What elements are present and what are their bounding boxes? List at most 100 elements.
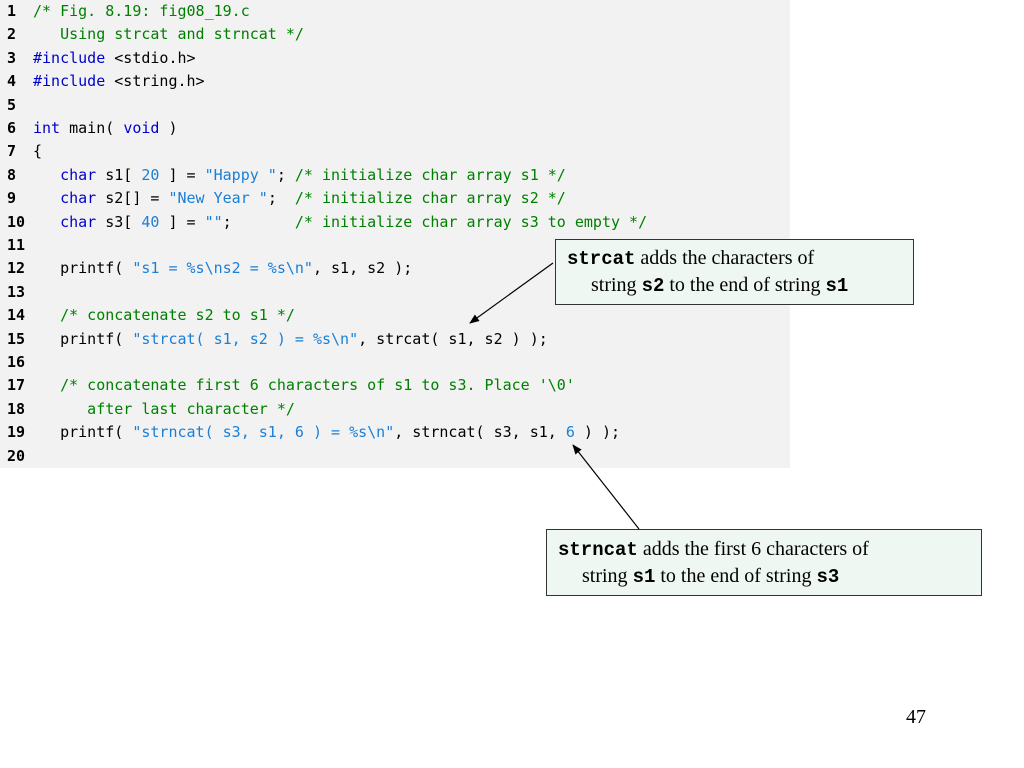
code-token: , strncat( s3, s1, <box>394 423 566 442</box>
code-token: 20 <box>141 165 160 184</box>
code-token: printf( <box>33 259 133 278</box>
code-token <box>33 189 60 207</box>
code-text: printf( "strcat( s1, s2 ) = %s\n", strca… <box>33 328 548 351</box>
code-text: int main( void ) <box>33 117 178 140</box>
code-token: /* initialize char array s2 */ <box>294 189 566 208</box>
line-number: 3 <box>7 48 17 67</box>
code-token: int <box>33 119 61 137</box>
code-token: , s1, s2 ); <box>312 259 413 278</box>
code-token: ] = <box>159 165 205 184</box>
line-number: 9 <box>7 189 17 208</box>
code-token: #include <box>33 48 106 67</box>
code-text: /* Fig. 8.19: fig08_19.c <box>33 0 250 23</box>
code-text: /* concatenate s2 to s1 */ <box>33 304 295 327</box>
line-number: 19 <box>7 423 26 442</box>
line-number: 11 <box>7 236 26 254</box>
code-listing: 1 /* Fig. 8.19: fig08_19.c 2 Using strcat … <box>0 0 790 468</box>
strcat-arg2: s1 <box>825 275 849 297</box>
code-token: printf( <box>33 329 133 348</box>
page-number: 47 <box>906 706 926 728</box>
line-number: 20 <box>7 446 26 465</box>
code-token: "strncat( s3, s1, 6 ) = %s\n" <box>132 423 395 442</box>
code-token: /* initialize char array s3 to empty */ <box>294 212 648 231</box>
strcat-arg1: s2 <box>641 275 665 297</box>
code-token: ; <box>222 212 295 231</box>
line-number: 14 <box>7 306 26 325</box>
code-text: after last character */ <box>33 398 295 421</box>
code-token: <string.h> <box>105 72 205 91</box>
code-token: printf( <box>33 423 133 442</box>
strcat-callout-text-a: adds the characters of <box>635 247 815 269</box>
line-number: 2 <box>7 25 17 44</box>
line-number: 6 <box>7 119 17 137</box>
strcat-callout-line-2: string s2 to the end of string s1 <box>567 272 913 299</box>
code-text: char s2[] = "New Year "; /* initialize c… <box>33 187 566 210</box>
line-number: 13 <box>7 282 26 301</box>
code-token: char <box>60 165 97 184</box>
strncat-callout-text-b: string <box>582 565 633 587</box>
line-number: 4 <box>7 72 17 91</box>
code-text: /* concatenate first 6 characters of s1 … <box>33 374 575 397</box>
code-token: { <box>33 142 43 161</box>
code-text: #include <string.h> <box>33 70 205 93</box>
strncat-function-name: strncat <box>558 539 638 561</box>
code-token: ) <box>159 119 178 137</box>
code-token: ] = <box>159 212 205 231</box>
code-token: "s1 = %s\ns2 = %s\n" <box>132 259 313 278</box>
code-token: "strcat( s1, s2 ) = %s\n" <box>132 329 359 348</box>
code-token <box>33 166 60 184</box>
strncat-callout-text-a: adds the first 6 characters of <box>637 538 869 560</box>
code-token: /* initialize char array s1 */ <box>294 165 566 184</box>
strncat-callout-line-1: strncat adds the first 6 characters of <box>558 536 981 563</box>
code-token: "" <box>204 212 223 231</box>
line-number: 5 <box>7 95 17 114</box>
code-token: after last character */ <box>33 399 295 418</box>
code-token: char <box>60 212 97 231</box>
strncat-arg2: s3 <box>816 566 840 588</box>
strcat-callout-line-1: strcat adds the characters of <box>567 245 913 272</box>
line-number: 12 <box>7 259 26 278</box>
code-token <box>33 376 60 394</box>
code-token: , strcat( s1, s2 ) ); <box>358 329 548 348</box>
line-number: 16 <box>7 353 26 371</box>
code-token: "New Year " <box>168 189 268 208</box>
strncat-arg1: s1 <box>632 566 656 588</box>
strcat-callout: strcat adds the characters of string s2 … <box>555 239 914 305</box>
strncat-callout: strncat adds the first 6 characters of s… <box>546 529 982 596</box>
strcat-callout-text-c: to the end of string <box>664 274 826 296</box>
code-token: main( <box>60 119 124 137</box>
code-token <box>33 213 60 231</box>
code-token: <stdio.h> <box>105 48 196 67</box>
line-number: 18 <box>7 399 26 418</box>
line-number: 8 <box>7 165 17 184</box>
code-token: /* concatenate s2 to s1 */ <box>60 306 295 325</box>
line-number: 10 <box>7 212 26 231</box>
code-token: void <box>123 119 160 137</box>
code-token: ; <box>267 189 295 208</box>
code-text: printf( "s1 = %s\ns2 = %s\n", s1, s2 ); <box>33 257 412 280</box>
line-number: 1 <box>7 2 17 20</box>
strcat-callout-text-b: string <box>591 274 642 296</box>
line-number: 15 <box>7 329 26 348</box>
line-number: 7 <box>7 142 17 161</box>
code-token: Using strcat and strncat */ <box>33 25 304 44</box>
code-token: char <box>60 189 97 208</box>
code-token: s3[ <box>96 212 142 231</box>
code-token <box>33 306 60 324</box>
code-text: #include <stdio.h> <box>33 47 196 70</box>
code-token: s2[] = <box>96 189 169 208</box>
code-token: 6 <box>565 423 575 442</box>
code-text: char s1[ 20 ] = "Happy "; /* initialize … <box>33 164 566 187</box>
code-token: #include <box>33 72 106 91</box>
code-token: "Happy " <box>204 165 277 184</box>
code-text: Using strcat and strncat */ <box>33 23 304 46</box>
strncat-callout-line-2: string s1 to the end of string s3 <box>558 563 981 590</box>
code-text: { <box>33 140 42 163</box>
code-token: 40 <box>141 212 160 231</box>
code-token: ) ); <box>574 423 621 442</box>
code-text: printf( "strncat( s3, s1, 6 ) = %s\n", s… <box>33 421 620 444</box>
strncat-callout-text-c: to the end of string <box>655 565 817 587</box>
line-number: 17 <box>7 376 26 395</box>
strcat-function-name: strcat <box>567 248 636 270</box>
code-text: char s3[ 40 ] = ""; /* initialize char a… <box>33 211 647 234</box>
